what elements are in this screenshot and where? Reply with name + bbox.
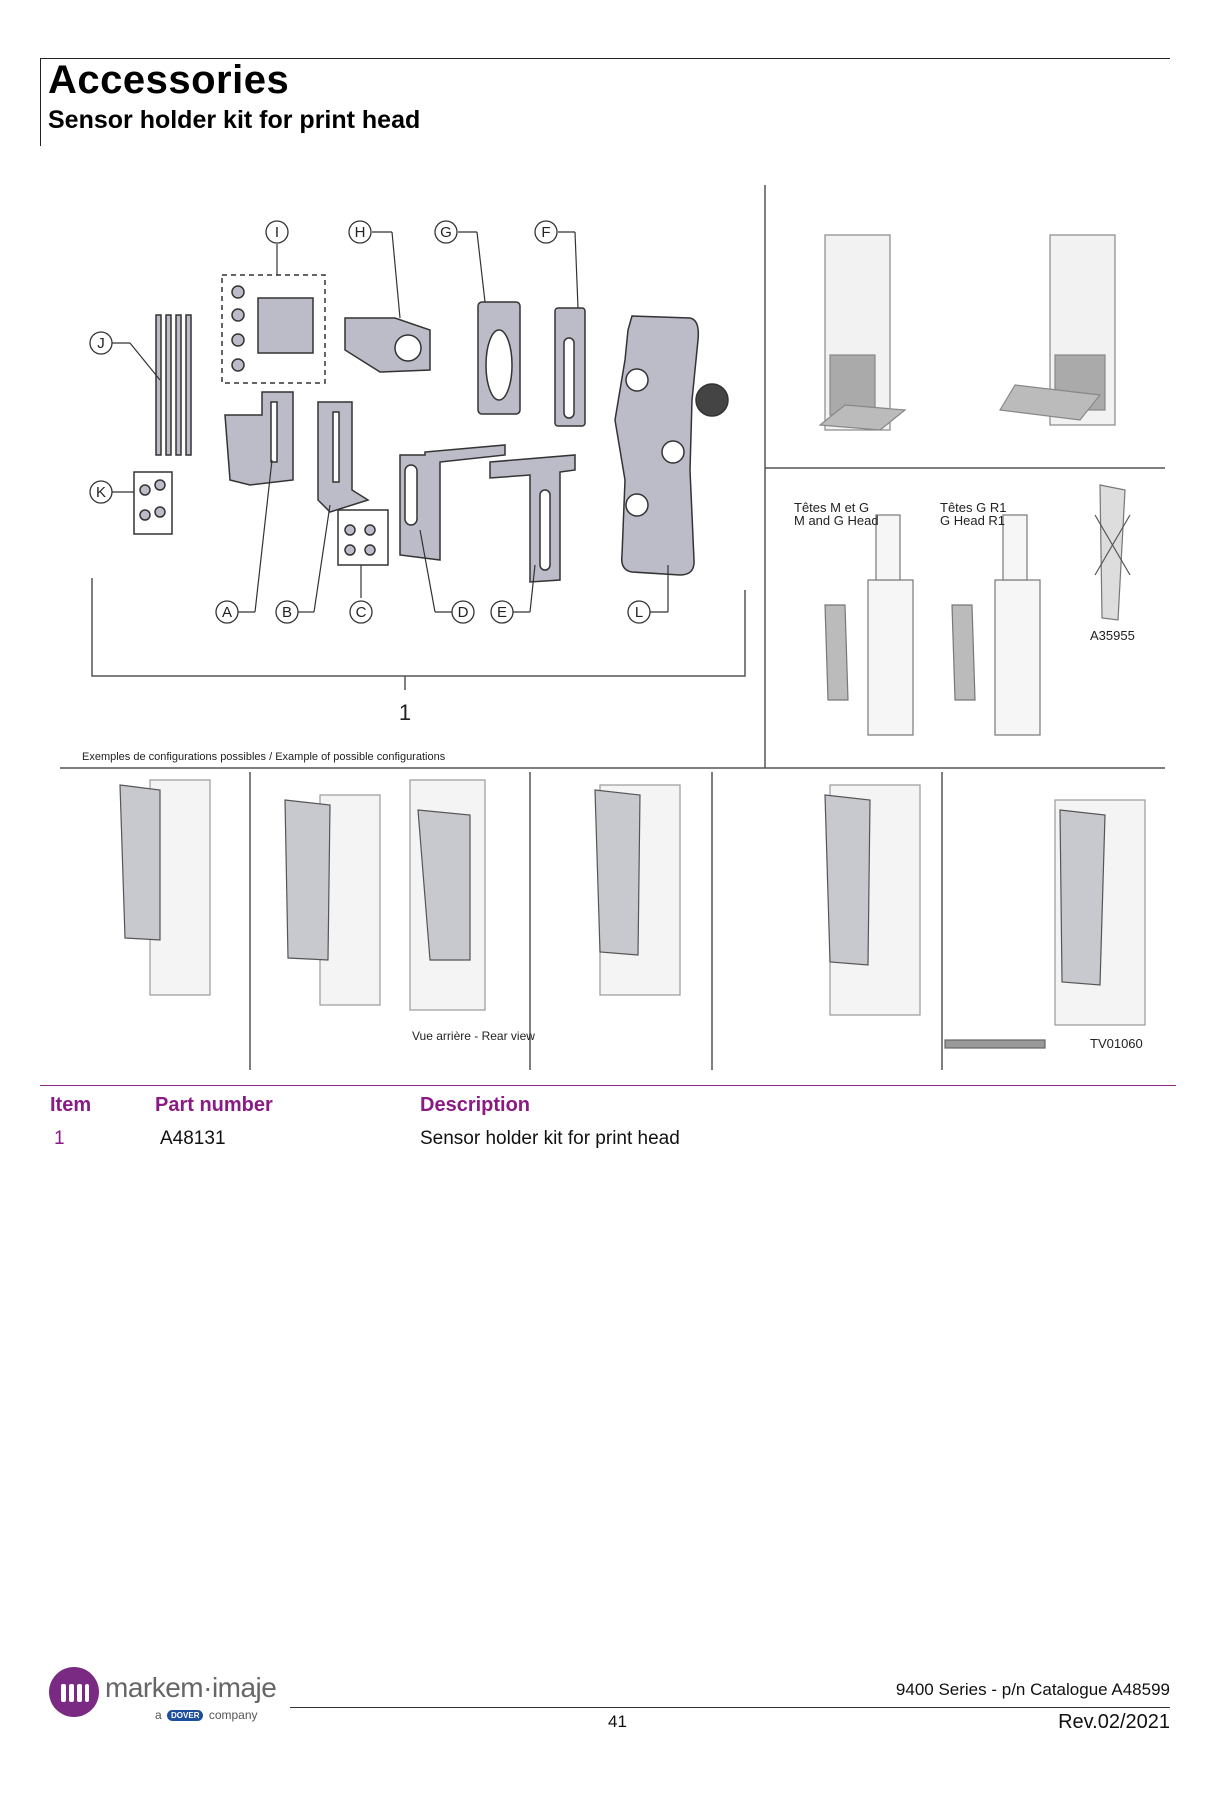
mounted-head-illustrations bbox=[818, 234, 1116, 431]
rear-view-label: Vue arrière - Rear view bbox=[412, 1029, 535, 1043]
callout-label: C bbox=[356, 604, 367, 621]
callout-label: J bbox=[97, 335, 105, 352]
callout-label: L bbox=[635, 604, 643, 621]
dover-badge: DOVER bbox=[167, 1710, 204, 1722]
table-cell-item: 1 bbox=[54, 1128, 65, 1149]
brand-sub-company: company bbox=[208, 1708, 258, 1722]
callout-label: A bbox=[222, 604, 232, 621]
callout-label: I bbox=[275, 224, 279, 241]
column-header-part-number: Part number bbox=[155, 1094, 273, 1116]
page-number: 41 bbox=[608, 1712, 627, 1731]
callout-label: F bbox=[541, 224, 550, 241]
head-label-2b: G Head R1 bbox=[940, 513, 1005, 528]
callout-label: G bbox=[440, 224, 452, 241]
callout-label: D bbox=[458, 604, 469, 621]
head-compat-illustrations bbox=[824, 484, 1131, 736]
example-configurations bbox=[119, 779, 1146, 1049]
cable-ties bbox=[155, 314, 192, 456]
column-header-description: Description bbox=[420, 1094, 531, 1116]
sensor-holder-figure: I H G F J K A B C D E L 1 Têtes M et G M… bbox=[60, 185, 1165, 1070]
head-label-1b: M and G Head bbox=[794, 513, 879, 528]
table-cell-part-number: A48131 bbox=[160, 1128, 226, 1149]
brand-sub-a: a bbox=[155, 1708, 162, 1722]
callout-label: K bbox=[96, 484, 106, 501]
head-labels: Têtes M et G M and G Head Têtes G R1 G H… bbox=[794, 500, 1135, 643]
callout-label: H bbox=[355, 224, 366, 241]
head-label-2a: Têtes G R1 bbox=[940, 500, 1006, 515]
exploded-parts bbox=[133, 274, 729, 583]
examples-caption: Exemples de configurations possibles / E… bbox=[82, 751, 446, 763]
brand-name: markem·imaje bbox=[105, 1672, 277, 1703]
leader-lines bbox=[112, 231, 669, 613]
header-rule-top bbox=[40, 58, 1170, 59]
column-header-item: Item bbox=[50, 1094, 92, 1116]
footer-series: 9400 Series - p/n Catalogue A48599 bbox=[895, 1680, 1170, 1699]
table-cell-description: Sensor holder kit for print head bbox=[420, 1128, 680, 1149]
callout-label: B bbox=[282, 604, 292, 621]
head-label-1a: Têtes M et G bbox=[794, 500, 869, 515]
callout-labels: I H G F J K A B C D E L bbox=[96, 224, 643, 621]
callout-label: E bbox=[497, 604, 507, 621]
page-subtitle: Sensor holder kit for print head bbox=[48, 106, 421, 134]
brand-logo-icon bbox=[49, 1667, 99, 1717]
footer-revision: Rev.02/2021 bbox=[1058, 1711, 1170, 1733]
callout-circles bbox=[89, 220, 651, 624]
footer-rule bbox=[290, 1707, 1170, 1708]
reference-code: A35955 bbox=[1090, 628, 1135, 643]
header-rule-left bbox=[40, 58, 41, 146]
brand-subline: a DOVER company bbox=[155, 1708, 258, 1722]
assembly-number: 1 bbox=[399, 700, 411, 725]
reference-code: TV01060 bbox=[1090, 1036, 1143, 1051]
table-rule bbox=[40, 1085, 1176, 1086]
assembly-bracket bbox=[91, 578, 746, 677]
page-title: Accessories bbox=[48, 58, 290, 102]
